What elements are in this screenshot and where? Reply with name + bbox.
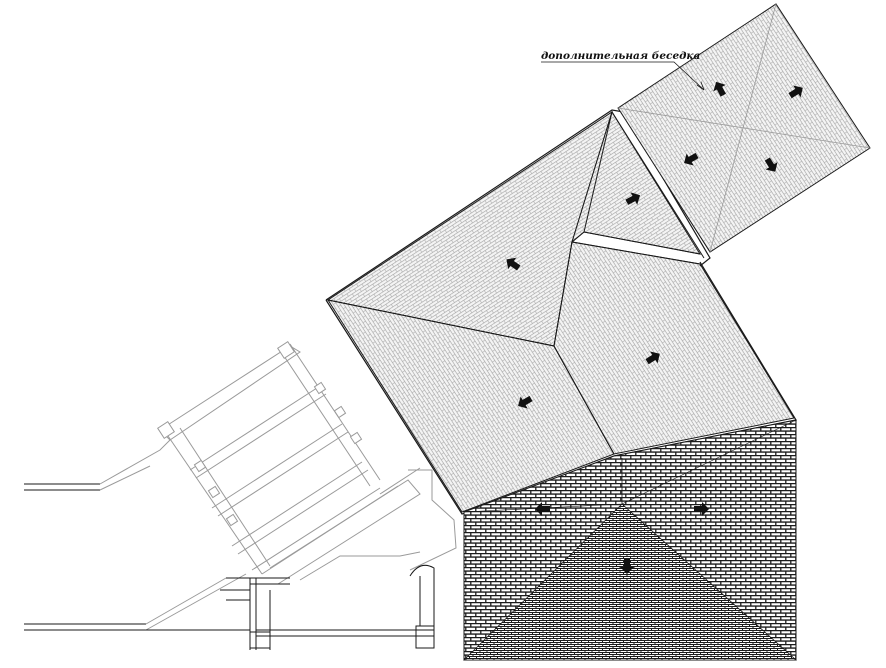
slope-arrow — [645, 351, 660, 365]
slope-arrow — [764, 157, 778, 172]
slope-arrow — [620, 559, 634, 574]
gazebo-annotation: дополнительная беседка — [541, 50, 705, 91]
deck-structure — [24, 341, 457, 650]
slope-arrows — [506, 81, 803, 574]
slope-arrow — [788, 85, 803, 99]
slope-arrow — [535, 502, 550, 516]
main-hip-roof — [325, 109, 797, 515]
slope-arrow — [694, 502, 709, 516]
slope-arrow — [713, 81, 726, 97]
slope-arrow — [518, 395, 533, 409]
slope-arrow — [684, 152, 699, 166]
annotation-label: дополнительная беседка — [541, 50, 701, 62]
lower-dark-roof — [463, 419, 798, 661]
slope-arrow — [506, 257, 521, 271]
additional-gazebo-roof — [611, 3, 871, 259]
slope-arrow — [625, 192, 641, 205]
